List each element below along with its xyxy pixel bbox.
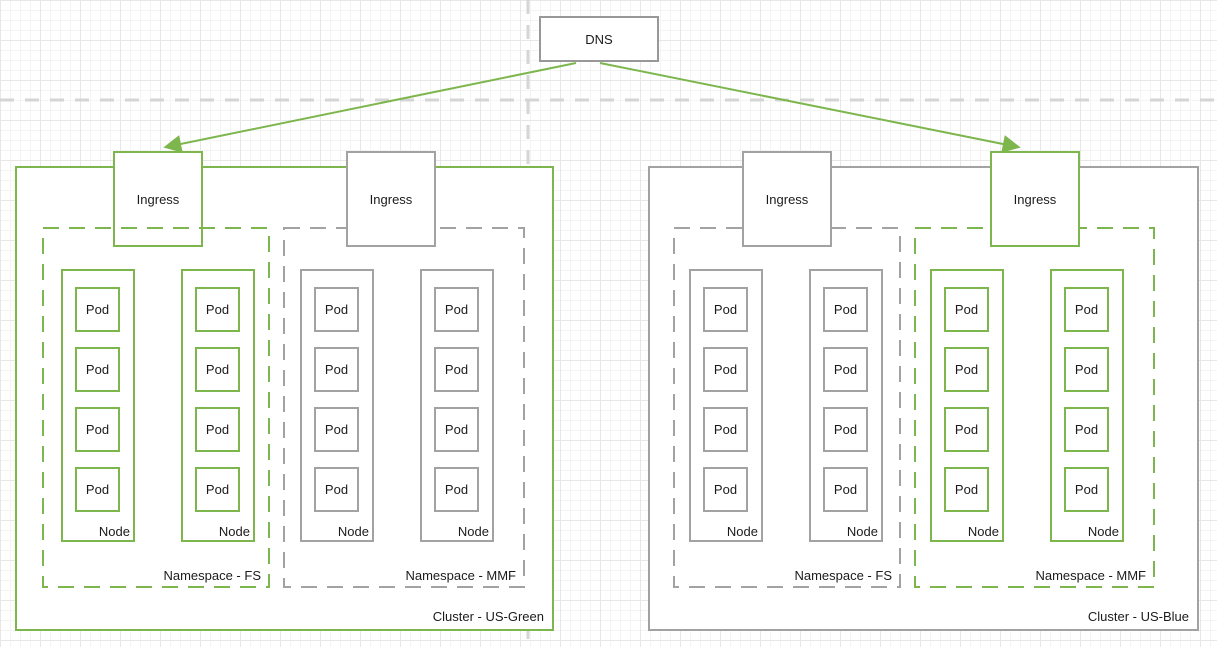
pod-label: Pod [85, 362, 110, 377]
ingress-label: Ingress [136, 191, 180, 207]
arrow-dns-to-blue-cluster-ingress[interactable] [599, 62, 1021, 153]
pod[interactable]: Pod [823, 467, 868, 512]
pod-label: Pod [205, 302, 230, 317]
node[interactable]: Pod Pod Pod Pod Node [1050, 269, 1124, 542]
pod-label: Pod [205, 362, 230, 377]
pod-label: Pod [954, 362, 979, 377]
pod[interactable]: Pod [703, 347, 748, 392]
pod-label: Pod [205, 482, 230, 497]
ingress-blue-cluster-active[interactable]: Ingress [990, 151, 1080, 247]
pod-label: Pod [954, 482, 979, 497]
pod[interactable]: Pod [823, 347, 868, 392]
pod-label: Pod [954, 422, 979, 437]
ingress-blue-cluster-standby[interactable]: Ingress [742, 151, 832, 247]
cluster-us-blue-label: Cluster - US-Blue [1087, 609, 1189, 624]
pod[interactable]: Pod [195, 467, 240, 512]
node[interactable]: Pod Pod Pod Pod Node [930, 269, 1004, 542]
pod-label: Pod [833, 482, 858, 497]
pod-label: Pod [1074, 302, 1099, 317]
ingress-label: Ingress [765, 191, 809, 207]
pod-label: Pod [713, 422, 738, 437]
pod-label: Pod [444, 422, 469, 437]
pod[interactable]: Pod [434, 287, 479, 332]
pod-label: Pod [833, 302, 858, 317]
pod[interactable]: Pod [944, 287, 989, 332]
pod-label: Pod [444, 362, 469, 377]
pod[interactable]: Pod [944, 347, 989, 392]
pod[interactable]: Pod [1064, 407, 1109, 452]
pod[interactable]: Pod [703, 467, 748, 512]
node-label: Node [1087, 524, 1119, 539]
pod-label: Pod [954, 302, 979, 317]
node[interactable]: Pod Pod Pod Pod Node [181, 269, 255, 542]
pod-label: Pod [833, 362, 858, 377]
pod[interactable]: Pod [314, 347, 359, 392]
pod[interactable]: Pod [314, 467, 359, 512]
node-label: Node [846, 524, 878, 539]
namespace-mmf-green-cluster-label: Namespace - MMF [405, 568, 516, 583]
pod[interactable]: Pod [195, 347, 240, 392]
pod[interactable]: Pod [823, 407, 868, 452]
pod[interactable]: Pod [944, 407, 989, 452]
node[interactable]: Pod Pod Pod Pod Node [809, 269, 883, 542]
dns-label: DNS [585, 31, 613, 47]
node-label: Node [98, 524, 130, 539]
pod[interactable]: Pod [75, 347, 120, 392]
node-label: Node [337, 524, 369, 539]
pod-label: Pod [324, 302, 349, 317]
pod[interactable]: Pod [75, 287, 120, 332]
namespace-fs-green-cluster-label: Namespace - FS [163, 568, 261, 583]
pod-label: Pod [85, 302, 110, 317]
pod-label: Pod [1074, 482, 1099, 497]
pod-label: Pod [324, 482, 349, 497]
node[interactable]: Pod Pod Pod Pod Node [61, 269, 135, 542]
pod[interactable]: Pod [195, 287, 240, 332]
pod-label: Pod [205, 422, 230, 437]
node[interactable]: Pod Pod Pod Pod Node [420, 269, 494, 542]
pod[interactable]: Pod [703, 407, 748, 452]
ingress-green-cluster-active[interactable]: Ingress [113, 151, 203, 247]
pod[interactable]: Pod [195, 407, 240, 452]
pod[interactable]: Pod [1064, 347, 1109, 392]
pod-label: Pod [324, 422, 349, 437]
pod[interactable]: Pod [314, 287, 359, 332]
ingress-label: Ingress [369, 191, 413, 207]
pod[interactable]: Pod [434, 467, 479, 512]
pod[interactable]: Pod [823, 287, 868, 332]
pod-label: Pod [444, 302, 469, 317]
pod[interactable]: Pod [944, 467, 989, 512]
namespace-fs-blue-cluster-label: Namespace - FS [794, 568, 892, 583]
pod[interactable]: Pod [75, 407, 120, 452]
pod-label: Pod [85, 422, 110, 437]
namespace-mmf-blue-cluster-label: Namespace - MMF [1035, 568, 1146, 583]
pod-label: Pod [833, 422, 858, 437]
node-label: Node [967, 524, 999, 539]
pod[interactable]: Pod [1064, 287, 1109, 332]
pod-label: Pod [444, 482, 469, 497]
pod-label: Pod [713, 482, 738, 497]
pod[interactable]: Pod [314, 407, 359, 452]
pod[interactable]: Pod [75, 467, 120, 512]
node-label: Node [457, 524, 489, 539]
pod-label: Pod [713, 302, 738, 317]
pod-label: Pod [85, 482, 110, 497]
pod-label: Pod [1074, 422, 1099, 437]
ingress-green-cluster-standby[interactable]: Ingress [346, 151, 436, 247]
pod-label: Pod [713, 362, 738, 377]
pod[interactable]: Pod [434, 407, 479, 452]
node-label: Node [726, 524, 758, 539]
node[interactable]: Pod Pod Pod Pod Node [689, 269, 763, 542]
pod[interactable]: Pod [434, 347, 479, 392]
dns-box[interactable]: DNS [539, 16, 659, 62]
arrow-dns-to-green-cluster-ingress[interactable] [163, 62, 577, 153]
node-label: Node [218, 524, 250, 539]
pod[interactable]: Pod [703, 287, 748, 332]
cluster-us-green-label: Cluster - US-Green [432, 609, 544, 624]
ingress-label: Ingress [1013, 191, 1057, 207]
pod-label: Pod [1074, 362, 1099, 377]
node[interactable]: Pod Pod Pod Pod Node [300, 269, 374, 542]
pod-label: Pod [324, 362, 349, 377]
pod[interactable]: Pod [1064, 467, 1109, 512]
